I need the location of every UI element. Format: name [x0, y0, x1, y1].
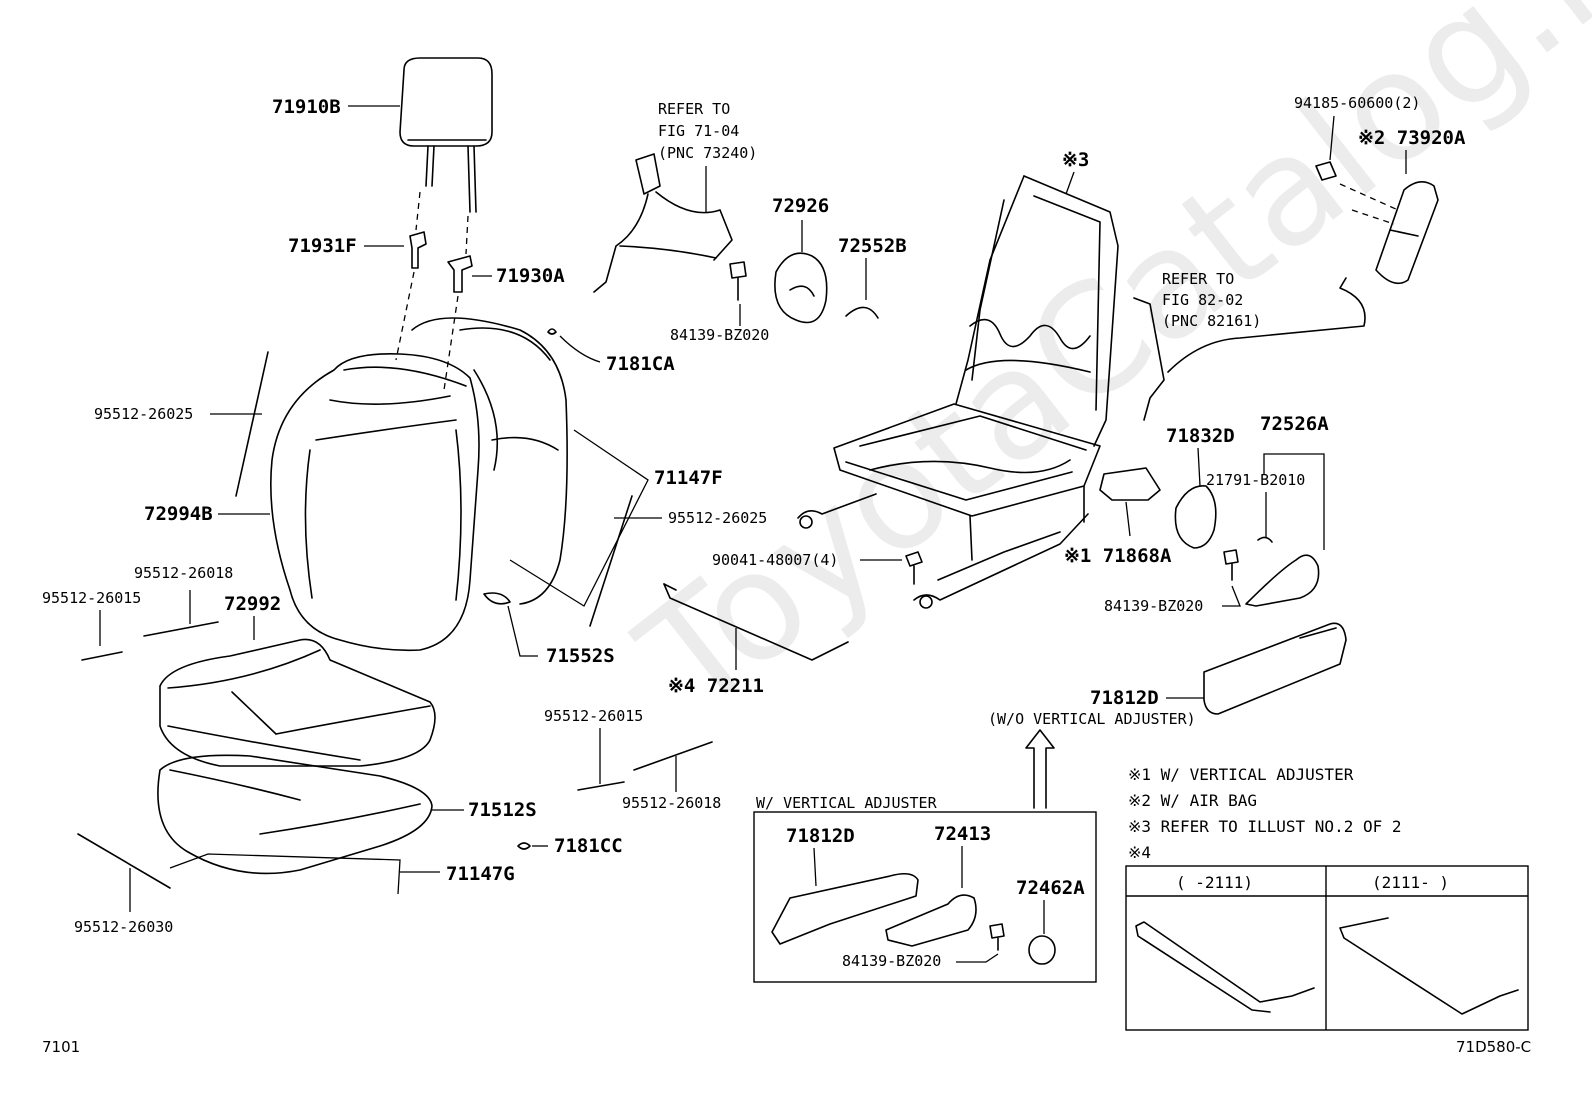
seatbelt-buckle-shape — [593, 153, 733, 293]
refer-8202-line3: (PNC 82161) — [1162, 312, 1261, 330]
label-71552S: 71552S — [546, 645, 615, 667]
clip-21791-shape — [1257, 536, 1273, 543]
knob-72526A-shape — [1245, 554, 1320, 607]
cap-72462A-shape — [1028, 935, 1056, 965]
harness-airbag-shape — [1167, 277, 1366, 373]
label-72992: 72992 — [224, 593, 281, 615]
label-71147G: 71147G — [446, 863, 515, 885]
board-71552S-shape — [483, 592, 511, 605]
bracket-71832D-shape — [1174, 485, 1217, 549]
label-72211: ※4 72211 — [668, 675, 764, 697]
label-72926: 72926 — [772, 195, 829, 217]
footer-fig-code: 71D580-C — [1456, 1038, 1531, 1056]
label-71930A: 71930A — [496, 265, 565, 287]
note-1: ※1 W/ VERTICAL ADJUSTER — [1128, 765, 1354, 784]
lever-72413-shape — [885, 894, 977, 947]
shield-71812D-box-shape — [771, 872, 919, 945]
label-95512-26018-a: 95512-26018 — [134, 564, 233, 582]
wire-back-left — [235, 351, 269, 497]
label-21791-B2010: 21791-B2010 — [1206, 471, 1305, 489]
bracket-71147G — [169, 853, 401, 895]
wire-26015-a — [81, 651, 123, 661]
variant-table — [1125, 865, 1529, 1031]
label-71931F: 71931F — [288, 235, 357, 257]
label-72413: 72413 — [934, 823, 991, 845]
ring-72552B-shape — [845, 306, 879, 319]
note-3: ※3 REFER TO ILLUST NO.2 OF 2 — [1128, 817, 1402, 836]
vertical-adjuster-box — [753, 811, 1097, 983]
refer-7104-line1: REFER TO — [658, 100, 730, 118]
label-71812D-top: 71812D — [1090, 687, 1159, 709]
shield-71812D-top-shape — [1203, 622, 1347, 715]
cover-71868A-shape — [1099, 467, 1161, 501]
wire-26030 — [77, 833, 171, 889]
label-95512-26018-b: 95512-26018 — [622, 794, 721, 812]
nut-94185-shape — [1315, 161, 1337, 181]
bolt-90041-shape — [905, 551, 923, 585]
cushion-frame-shape — [157, 754, 433, 875]
refer-7104-line3: (PNC 73240) — [658, 144, 757, 162]
hook-ca-shape — [547, 328, 557, 335]
label-frame-ref3: ※3 — [1062, 149, 1089, 171]
seat-frame-shape — [797, 175, 1119, 609]
support-left-shape — [409, 231, 427, 269]
rod-72211-shape — [663, 583, 849, 661]
seat-back-pad-shape — [270, 353, 480, 652]
seat-back-rear-shape — [411, 317, 568, 605]
label-71512S: 71512S — [468, 799, 537, 821]
label-w-vertical-adjuster: W/ VERTICAL ADJUSTER — [756, 794, 938, 812]
note-2: ※2 W/ AIR BAG — [1128, 791, 1257, 810]
label-90041-48007: 90041-48007(4) — [712, 551, 838, 569]
refer-7104-line2: FIG 71-04 — [658, 122, 739, 140]
refer-8202-line1: REFER TO — [1162, 270, 1234, 288]
wire-26015-b — [577, 781, 625, 791]
label-72552B: 72552B — [838, 235, 907, 257]
screw-84139-box-shape — [989, 923, 1005, 951]
arrow-up-icon — [1025, 729, 1055, 809]
screw-72926-shape — [729, 261, 747, 301]
label-84139-BZ020-top: 84139-BZ020 — [670, 326, 769, 344]
wire-26018-a — [143, 621, 219, 637]
label-71832D: 71832D — [1166, 425, 1235, 447]
headrest-shape — [399, 57, 493, 213]
label-71812D-box: 71812D — [786, 825, 855, 847]
rod-variant-1-shape — [1135, 921, 1315, 1013]
cushion-pad-shape — [159, 638, 436, 767]
label-7181CA: 7181CA — [606, 353, 675, 375]
note-4: ※4 — [1128, 843, 1151, 862]
refer-8202-line2: FIG 82-02 — [1162, 291, 1243, 309]
label-84139-BZ020-right: 84139-BZ020 — [1104, 597, 1203, 615]
label-71910B: 71910B — [272, 96, 341, 118]
cover-72926-shape — [774, 252, 828, 324]
label-71868A: ※1 71868A — [1064, 545, 1172, 567]
label-84139-BZ020-box: 84139-BZ020 — [842, 952, 941, 970]
label-72526A: 72526A — [1260, 413, 1329, 435]
label-95512-26025-left: 95512-26025 — [94, 405, 193, 423]
label-73920A: ※2 73920A — [1358, 127, 1466, 149]
table-col1-header: ( -2111) — [1176, 873, 1253, 892]
wire-26018-b — [633, 741, 713, 771]
label-72994B: 72994B — [144, 503, 213, 525]
label-95512-26015-b: 95512-26015 — [544, 707, 643, 725]
rod-variant-2-shape — [1339, 917, 1519, 1015]
support-right-shape — [447, 255, 473, 293]
label-95512-26030: 95512-26030 — [74, 918, 173, 936]
screw-84139-right-shape — [1223, 549, 1239, 581]
label-wo-vertical-adjuster: (W/O VERTICAL ADJUSTER) — [988, 710, 1196, 728]
hook-cc-shape — [517, 842, 531, 850]
label-71147F: 71147F — [654, 467, 723, 489]
label-72462A: 72462A — [1016, 877, 1085, 899]
label-7181CC: 7181CC — [554, 835, 623, 857]
harness-82161-shape — [1133, 297, 1165, 421]
airbag-module-shape — [1375, 181, 1439, 285]
footer-page-code: 7101 — [42, 1038, 80, 1056]
label-95512-26025-right: 95512-26025 — [668, 509, 767, 527]
label-94185-60600: 94185-60600(2) — [1294, 94, 1420, 112]
label-95512-26015-a: 95512-26015 — [42, 589, 141, 607]
table-col2-header: (2111- ) — [1372, 873, 1449, 892]
